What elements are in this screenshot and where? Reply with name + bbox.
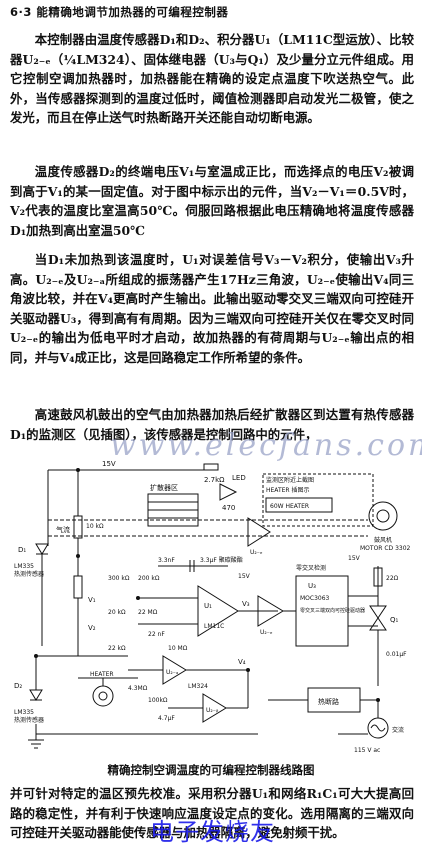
- label-r100k: 100kΩ: [148, 697, 168, 704]
- label-r22k: 22 kΩ: [108, 645, 126, 652]
- label-u3-note: 零交叉三端双向可控硅驱动器: [300, 607, 365, 614]
- label-lm335-top: LM335: [14, 563, 34, 570]
- label-diffuser: 扩散器区: [150, 483, 178, 492]
- paragraph-1: 本控制器由温度传感器D₁和D₂、积分器U₁（LM11C型运放）、比较器U₂₋ₑ（…: [10, 32, 414, 126]
- label-c-sw: 3.3μF 聚碳酸酯: [200, 556, 243, 564]
- label-v15-right: 15V: [348, 555, 361, 562]
- paragraph-2: 温度传感器D₂的终端电压V₁与室温成正比，而选择点的电压V₂被调到高于V₁的某一…: [10, 164, 414, 238]
- label-ac-note: 交流: [392, 726, 404, 734]
- sensor-d1-symbol: [35, 543, 49, 555]
- label-u1-model: LM11C: [204, 623, 224, 630]
- label-ac-source: 115 V ac: [354, 747, 380, 754]
- site-logo: 电子发烧友: [150, 818, 275, 846]
- label-q1: Q₁: [390, 616, 399, 624]
- label-v4: V₄: [238, 658, 246, 666]
- label-heater: HEATER: [90, 671, 114, 678]
- triac-q1: [369, 605, 387, 619]
- label-blower-model: MOTOR CD 3302: [360, 545, 411, 552]
- comparator-u2d: [257, 595, 284, 627]
- label-lm324: LM324: [188, 683, 208, 690]
- blower-circle: [368, 501, 398, 531]
- paragraph-4: 高速鼓风机鼓出的空气由加热器加热后经扩散器区到达置有热传感器D₁的监测区（见插图…: [10, 407, 414, 442]
- label-r300k: 300 kΩ: [108, 575, 130, 582]
- label-v2: V₂: [88, 624, 96, 632]
- circuit-diagram: 15V 2.7kΩ LED 470 扩散器区 监测区附近上截图 HEATER 插…: [14, 460, 411, 754]
- sensing-zone-box: [262, 473, 374, 527]
- label-zero-cross: 零交叉检测: [296, 564, 326, 572]
- label-r470: 470: [222, 504, 235, 512]
- label-u2d: U₂₋ₑ: [260, 629, 273, 636]
- label-lm335-top-note: 热测传感器: [14, 570, 44, 578]
- label-u2c: U₂₋ₑ: [250, 549, 263, 556]
- label-r200k: 200 kΩ: [138, 575, 160, 582]
- label-u3-model: MOC3063: [300, 595, 330, 602]
- label-u2a: U₂₋ₐ: [166, 669, 178, 676]
- opamp-u1: [197, 585, 239, 637]
- label-thermostat: 热断路: [318, 697, 339, 706]
- heater-block: [265, 497, 333, 513]
- label-led: LED: [232, 474, 246, 482]
- paragraph-5: 并可针对特定的温区预先校准。采用积分器U₁和网络R₁C₁可大大提高回路的稳定性，…: [10, 786, 414, 841]
- label-u3: U₃: [308, 582, 316, 590]
- site-watermark: www.elecfans.com: [110, 428, 422, 463]
- label-c01: 0.01μF: [386, 651, 407, 658]
- label-c22nf: 22 nF: [148, 631, 165, 638]
- heater-fan-symbol: [92, 685, 114, 707]
- label-v3: V₃: [242, 600, 250, 608]
- label-r-ohm: 22Ω: [386, 575, 399, 582]
- label-c33nf: 3.3nF: [158, 557, 175, 564]
- label-v15-mid: 15V: [238, 573, 251, 580]
- figure-caption: 精确控制空调温度的可编程控制器线路图: [107, 763, 315, 777]
- label-v1: V₁: [88, 596, 96, 604]
- label-blower: 鼓风机: [374, 536, 392, 544]
- label-lm335-bot: LM335: [14, 709, 34, 716]
- label-u1: U₁: [204, 602, 212, 610]
- label-r10m: 10 MΩ: [168, 645, 188, 652]
- label-r4p3m: 4.3MΩ: [128, 685, 148, 692]
- label-c47nf: 4.7μF: [158, 715, 175, 722]
- label-v15-top: 15V: [102, 460, 116, 468]
- label-air-flow: 气流: [56, 525, 70, 534]
- resistor-2k7: [203, 463, 219, 471]
- sensor-d2-symbol: [29, 689, 43, 701]
- label-lm335-bot-note: 热测传感器: [14, 716, 44, 724]
- label-d1: D₁: [18, 546, 26, 554]
- label-r20k: 20 kΩ: [108, 609, 126, 616]
- led-triangle: [219, 483, 238, 501]
- label-heater-box: 60W HEATER: [270, 503, 309, 510]
- label-heater-dim: HEATER 插图示: [266, 486, 309, 494]
- label-r27k: 2.7kΩ: [204, 476, 225, 484]
- label-sensing-zone: 监测区附近上截图: [266, 476, 314, 484]
- label-r10k: 10 kΩ: [86, 523, 104, 530]
- comparator-u2c: [247, 517, 271, 547]
- label-d2: D₂: [14, 682, 22, 690]
- label-r22m: 22 MΩ: [138, 609, 158, 616]
- label-u2b: U₂₋ᵦ: [206, 707, 219, 714]
- paragraph-3: 当D₁未加热到该温度时，U₁对误差信号V₃－V₂积分，使输出V₃升高。U₂₋ₑ及…: [10, 252, 414, 365]
- section-heading: 6·3 能精确地调节加热器的可编程控制器: [10, 5, 229, 19]
